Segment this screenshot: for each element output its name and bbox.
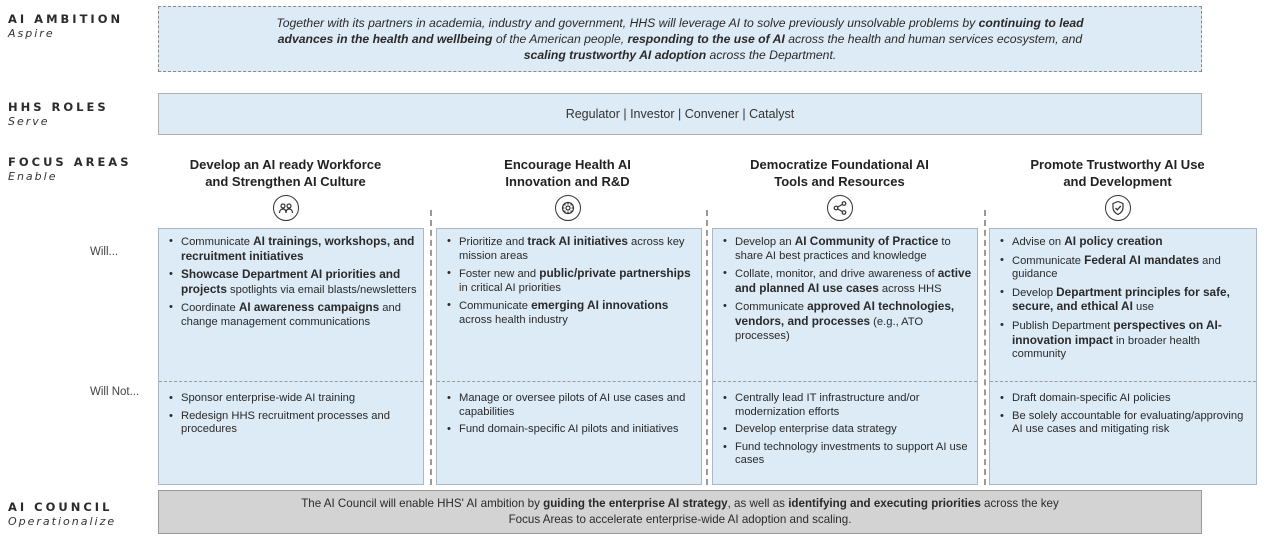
- will-section: Advise on AI policy creation Communicate…: [990, 229, 1256, 379]
- ambition-statement: Together with its partners in academia, …: [270, 15, 1090, 63]
- list-item: Collate, monitor, and drive awareness of…: [723, 266, 973, 296]
- row-title: AI COUNCIL: [8, 500, 113, 514]
- list-item: Publish Department perspectives on AI-in…: [1000, 318, 1252, 362]
- list-item: Fund technology investments to support A…: [723, 441, 973, 468]
- list-item: Communicate Federal AI mandates and guid…: [1000, 253, 1252, 282]
- will-not-section: Centrally lead IT infrastructure and/or …: [713, 381, 977, 485]
- hhs-roles-box: Regulator | Investor | Convener | Cataly…: [158, 93, 1202, 135]
- row-label-focus-areas: FOCUS AREAS Enable: [8, 155, 132, 183]
- will-not-section: Manage or oversee pilots of AI use cases…: [437, 381, 701, 485]
- brain-gear-icon: [554, 195, 581, 221]
- list-item: Redesign HHS recruitment processes and p…: [169, 410, 419, 437]
- row-label-hhs-roles: HHS ROLES Serve: [8, 100, 109, 128]
- row-subtitle: Serve: [8, 115, 50, 128]
- will-section: Communicate AI trainings, workshops, and…: [159, 229, 423, 379]
- council-statement: The AI Council will enable HHS' AI ambit…: [300, 496, 1060, 528]
- row-title: HHS ROLES: [8, 100, 109, 114]
- people-network-icon: [272, 195, 299, 221]
- ambition-emphasis: continuing to lead advances in the healt…: [277, 16, 1084, 46]
- council-text-part: across the key Focus Areas to accelerate…: [508, 497, 1059, 526]
- focus-area-column-workforce: Communicate AI trainings, workshops, and…: [158, 228, 424, 485]
- council-text-part: The AI Council will enable HHS' AI ambit…: [301, 497, 544, 510]
- ambition-emphasis: responding to the use of AI: [627, 32, 785, 46]
- will-label: Will...: [90, 246, 119, 258]
- column-divider: [430, 210, 432, 485]
- focus-area-column-trustworthy: Advise on AI policy creation Communicate…: [989, 228, 1257, 485]
- row-subtitle: Operationalize: [8, 515, 117, 528]
- roles-text: Regulator | Investor | Convener | Cataly…: [565, 107, 795, 121]
- row-label-ai-ambition: AI AMBITION Aspire: [8, 12, 123, 40]
- list-item: Develop Department principles for safe, …: [1000, 285, 1252, 315]
- list-item: Advise on AI policy creation: [1000, 234, 1252, 250]
- focus-area-column-innovation: Prioritize and track AI initiatives acro…: [436, 228, 702, 485]
- list-item: Communicate AI trainings, workshops, and…: [169, 234, 419, 264]
- row-title: AI AMBITION: [8, 12, 124, 26]
- will-not-section: Sponsor enterprise-wide AI training Rede…: [159, 381, 423, 485]
- row-title: FOCUS AREAS: [8, 155, 132, 169]
- will-not-label: Will Not...: [90, 386, 140, 398]
- list-item: Draft domain-specific AI policies: [1000, 392, 1252, 406]
- council-emphasis: identifying and executing priorities: [788, 497, 981, 510]
- column-divider: [706, 210, 708, 485]
- row-subtitle: Enable: [8, 170, 58, 183]
- list-item: Develop enterprise data strategy: [723, 423, 973, 437]
- will-not-section: Draft domain-specific AI policies Be sol…: [990, 381, 1256, 485]
- list-item: Centrally lead IT infrastructure and/or …: [723, 392, 973, 419]
- ai-council-box: The AI Council will enable HHS' AI ambit…: [158, 490, 1202, 534]
- ambition-emphasis: scaling trustworthy AI adoption: [523, 48, 707, 62]
- list-item: Prioritize and track AI initiatives acro…: [447, 234, 697, 263]
- list-item: Be solely accountable for evaluating/app…: [1000, 410, 1252, 437]
- list-item: Coordinate AI awareness campaigns and ch…: [169, 301, 419, 329]
- shield-check-icon: [1104, 195, 1131, 221]
- ambition-text-part: of the American people,: [492, 32, 628, 46]
- list-item: Fund domain-specific AI pilots and initi…: [447, 423, 697, 437]
- row-subtitle: Aspire: [8, 27, 55, 40]
- focus-area-column-tools: Develop an AI Community of Practice to s…: [712, 228, 978, 485]
- list-item: Manage or oversee pilots of AI use cases…: [447, 392, 697, 419]
- list-item: Showcase Department AI priorities and pr…: [169, 267, 419, 297]
- ambition-text-part: across the Department.: [706, 48, 837, 62]
- council-text-part: , as well as: [727, 497, 789, 510]
- list-item: Communicate emerging AI innovations acro…: [447, 299, 697, 327]
- list-item: Foster new and public/private partnershi…: [447, 266, 697, 295]
- council-emphasis: guiding the enterprise AI strategy: [543, 497, 728, 510]
- list-item: Communicate approved AI technologies, ve…: [723, 300, 973, 343]
- ai-ambition-box: Together with its partners in academia, …: [158, 6, 1202, 72]
- list-item: Sponsor enterprise-wide AI training: [169, 392, 419, 406]
- ambition-text-part: Together with its partners in academia, …: [276, 16, 979, 30]
- list-item: Develop an AI Community of Practice to s…: [723, 234, 973, 263]
- column-divider: [984, 210, 986, 485]
- share-icon: [826, 195, 853, 221]
- row-label-ai-council: AI COUNCIL Operationalize: [8, 500, 116, 528]
- ambition-text-part: across the health and human services eco…: [784, 32, 1083, 46]
- will-section: Prioritize and track AI initiatives acro…: [437, 229, 701, 379]
- will-section: Develop an AI Community of Practice to s…: [713, 229, 977, 379]
